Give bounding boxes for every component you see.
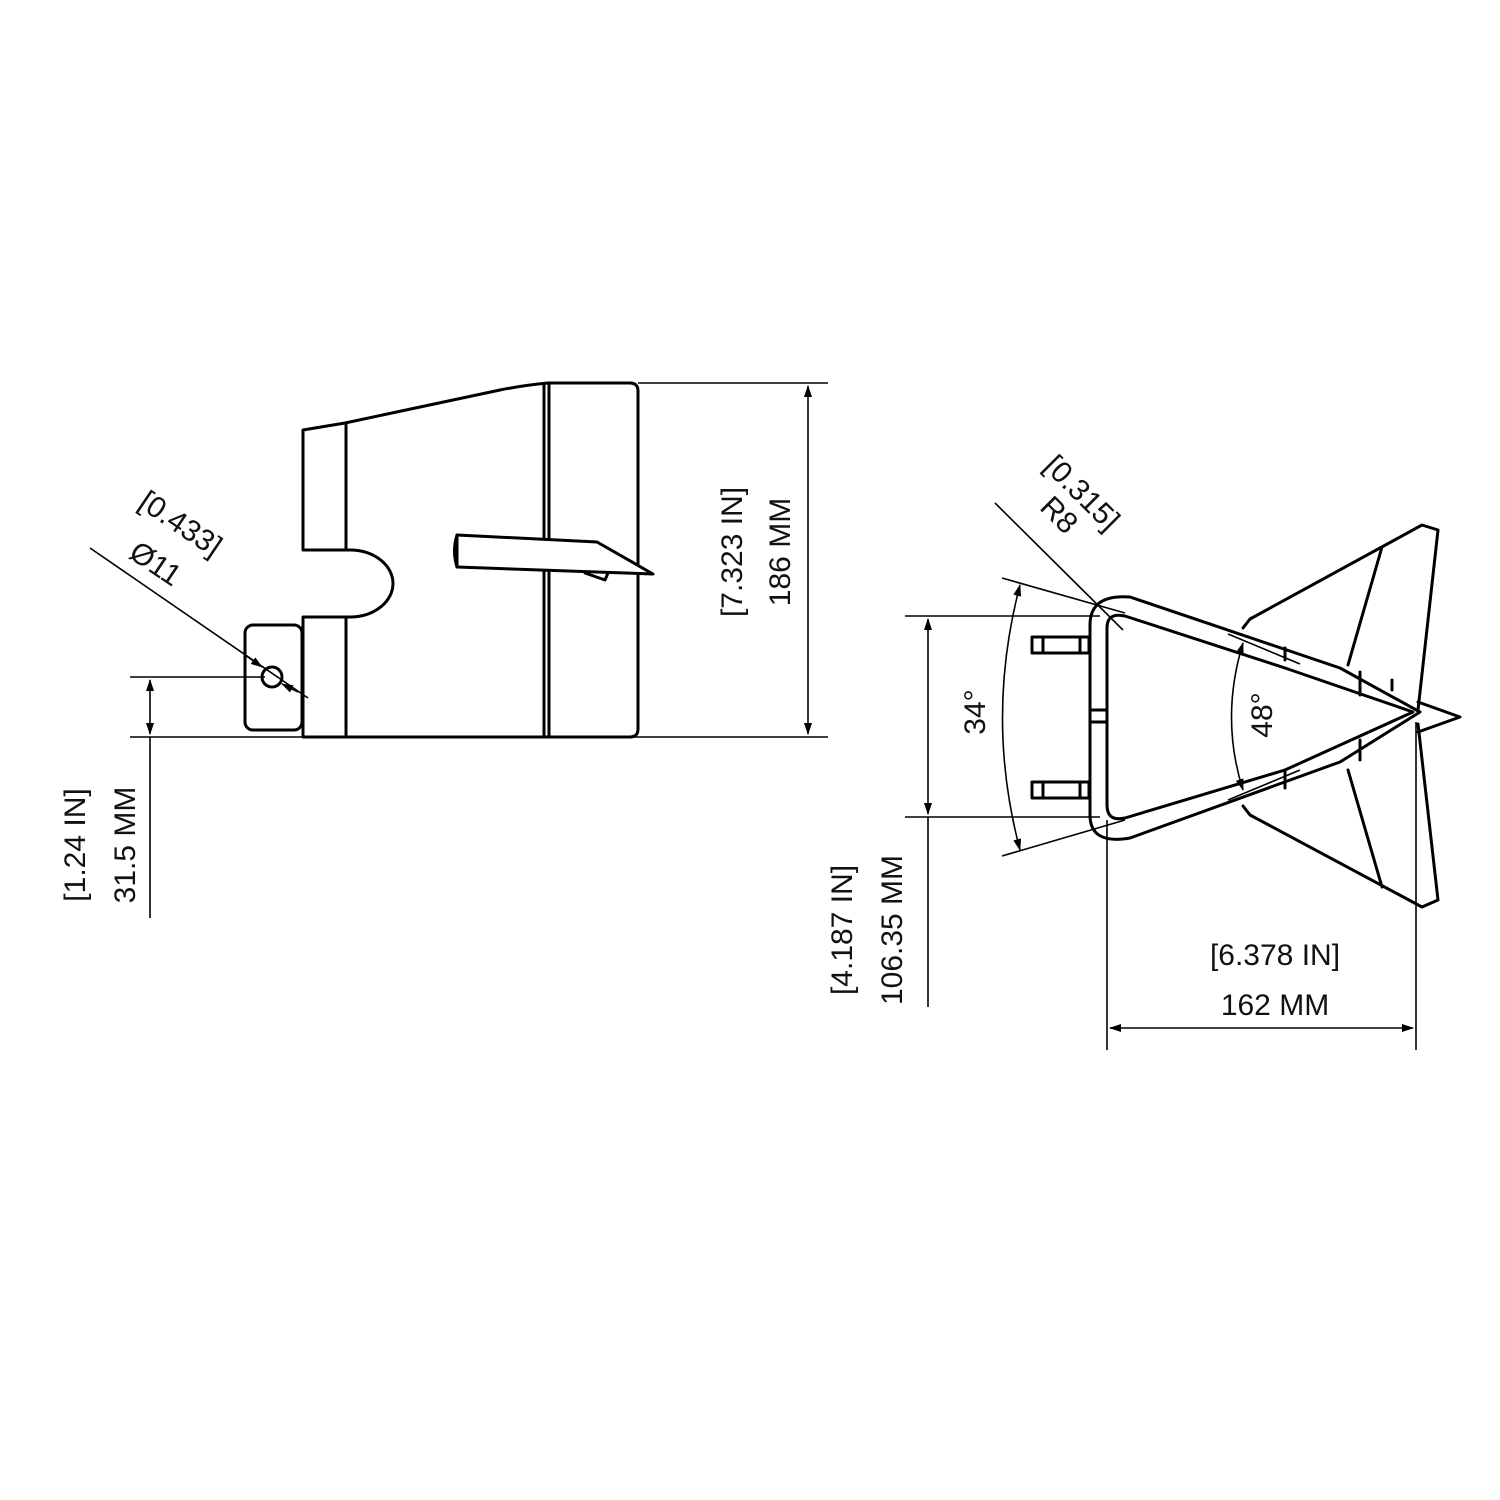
hole-diameter-arrow (281, 683, 299, 693)
hole-offset-mm: 31.5 MM (109, 787, 142, 904)
hole-diameter-leader (89, 547, 309, 699)
fin-line (1346, 768, 1384, 889)
front-view: 34° 48° [0.315] R8 [4.187 IN] 106.35 MM … (826, 449, 1462, 1050)
top-fin (1241, 523, 1440, 712)
front-width-in: [6.378 IN] (1210, 939, 1340, 972)
angle-line (1227, 769, 1301, 801)
angle-outer-label: 34° (959, 689, 992, 734)
angle-line (1001, 819, 1126, 857)
hole-diameter-mm: Ø11 (124, 535, 188, 593)
front-width-mm: 162 MM (1221, 989, 1329, 1022)
blade-end-cap (453, 533, 459, 569)
front-height-mm: 106.35 MM (876, 855, 909, 1005)
side-height-in: [7.323 IN] (716, 487, 749, 617)
pin-bottom (1030, 780, 1091, 800)
pin-top (1030, 635, 1091, 655)
angle-48-arc (1230, 642, 1244, 791)
frame-inner (1105, 613, 1415, 821)
angle-line (1227, 633, 1301, 665)
angle-line (1001, 577, 1126, 614)
angle-34-arc (1001, 584, 1022, 851)
radius-leader (994, 502, 1124, 631)
hole-offset-in: [1.24 IN] (59, 788, 92, 901)
blade-tip (1416, 700, 1462, 734)
side-height-mm: 186 MM (764, 498, 797, 606)
hole-diameter-arrow (244, 654, 263, 668)
blade-underside (583, 571, 610, 582)
front-height-in: [4.187 IN] (826, 865, 859, 995)
angle-inner-label: 48° (1246, 692, 1279, 737)
blade (455, 533, 655, 576)
frame-outer (1088, 595, 1422, 841)
bottom-fin (1241, 722, 1440, 909)
fin-line (1346, 545, 1384, 667)
side-view: [7.323 IN] 186 MM [1.24 IN] 31.5 MM [0.4… (59, 381, 828, 918)
